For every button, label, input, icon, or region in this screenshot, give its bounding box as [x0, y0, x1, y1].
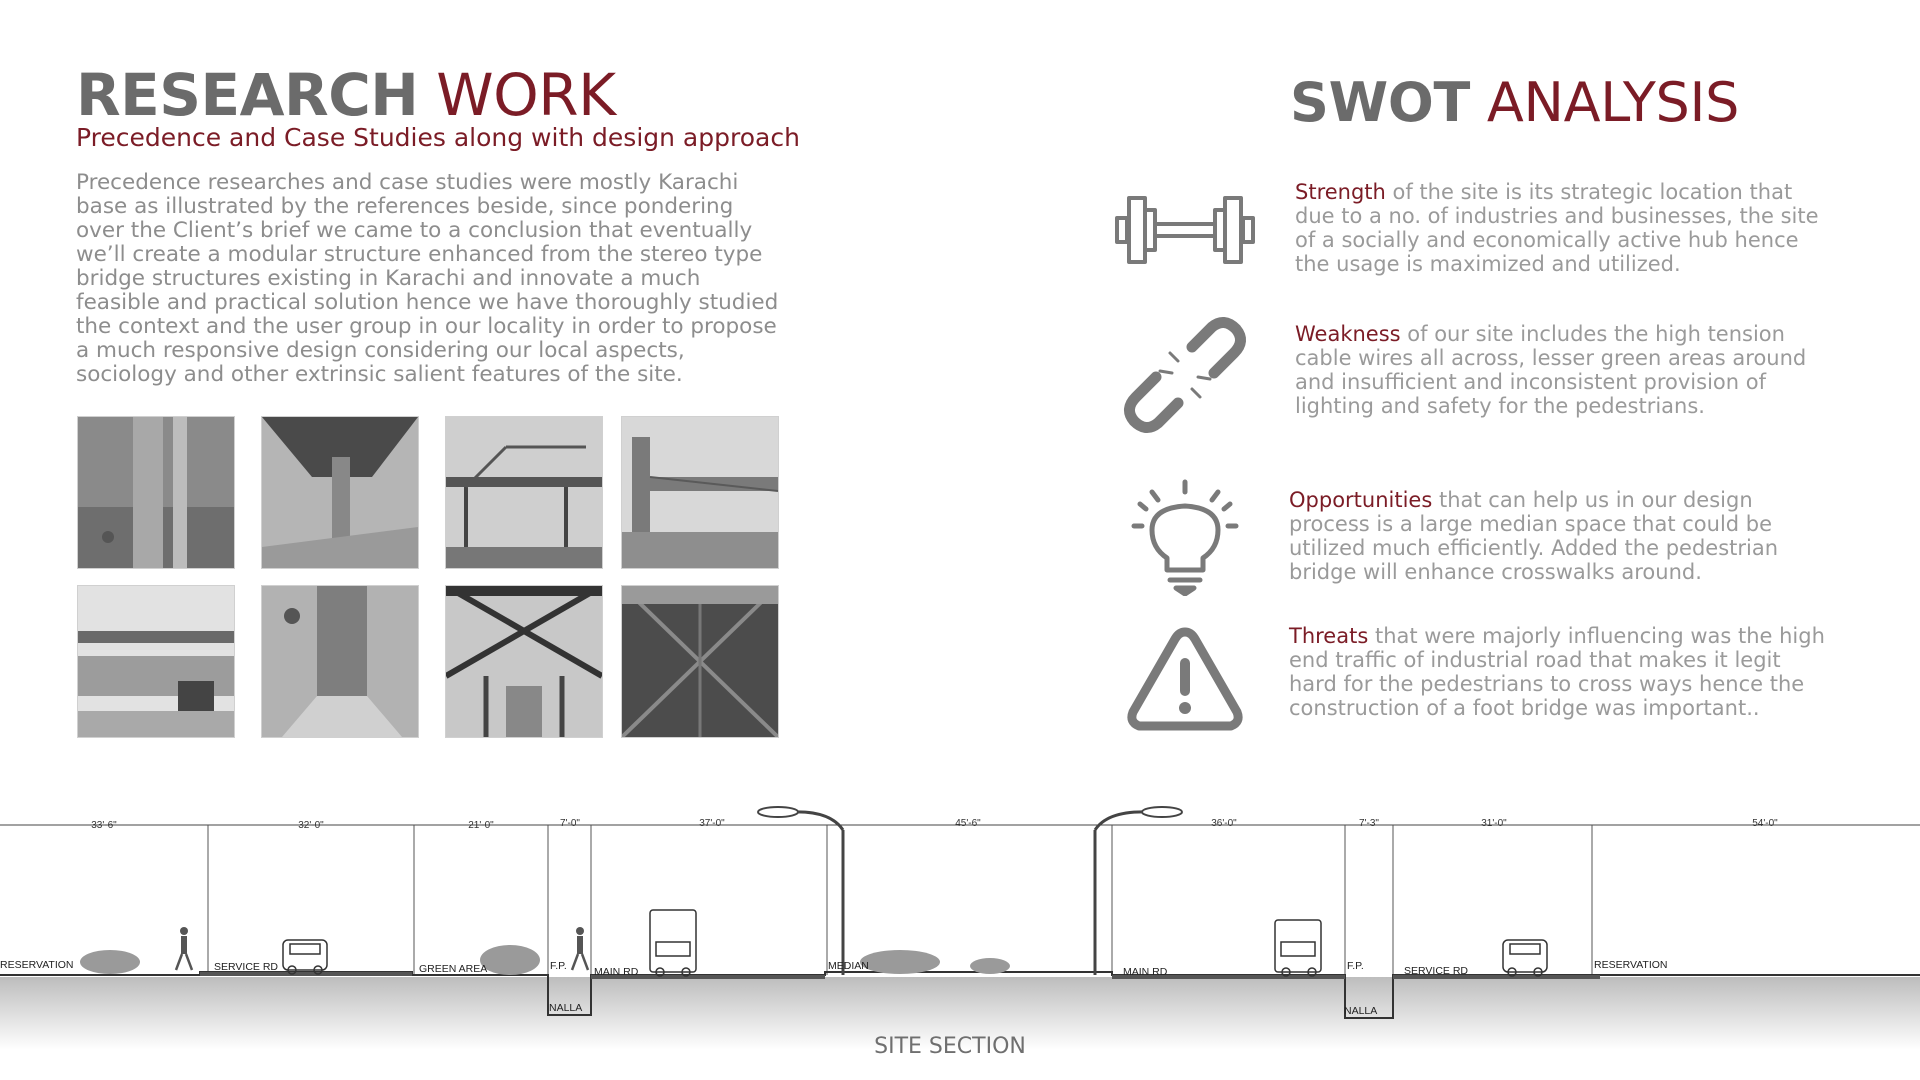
zone-label: NALLA [1344, 1005, 1377, 1017]
road-slabs [200, 972, 1600, 979]
zone-label: SERVICE RD [1404, 965, 1468, 977]
dumbbell-icon [1115, 196, 1255, 264]
broken-chain-icon [1124, 317, 1246, 433]
dim-label: 45'-6" [955, 818, 981, 829]
case-study-photo-7 [445, 585, 603, 738]
dim-label: 32'-0" [298, 820, 324, 831]
warning-triangle-icon [1127, 627, 1243, 731]
zone-label: F.P. [1347, 960, 1364, 972]
swot-line: construction of a foot bridge was import… [1289, 696, 1760, 720]
site-section-drawing: 33'-6" 32'-0" 21'-0" 7'-0" 37'-0" 45'-6"… [0, 806, 1920, 1050]
zone-label: MAIN RD [594, 966, 639, 978]
zone-label: GREEN AREA [419, 963, 487, 975]
swot-line: process is a large median space that cou… [1289, 512, 1773, 536]
swot-line: due to a no. of industries and businesse… [1295, 204, 1819, 228]
body-line: over the Client’s brief we came to a con… [76, 218, 753, 243]
swot-opportunities-text: Opportunities that can help us in our de… [1289, 488, 1778, 584]
lightbulb-icon [1131, 479, 1239, 596]
body-line: the context and the user group in our lo… [76, 314, 777, 339]
zone-label: SERVICE RD [214, 961, 278, 973]
dim-label: 36'-0" [1211, 818, 1237, 829]
swot-line: end traffic of industrial road that make… [1289, 648, 1781, 672]
section-gridlines [207, 825, 1593, 975]
body-line: Precedence researches and case studies w… [76, 170, 739, 195]
zone-label: F.P. [550, 960, 567, 972]
site-section-caption: SITE SECTION [874, 1034, 1026, 1059]
research-title-light: WORK [436, 61, 616, 129]
ground-fill [0, 977, 1920, 1050]
dim-label: 37'-0" [699, 818, 725, 829]
case-study-photo-1 [77, 416, 235, 569]
case-study-photo-5 [77, 585, 235, 738]
zone-label: RESERVATION [1594, 959, 1668, 971]
swot-title-bold: SWOT [1290, 71, 1470, 134]
body-line: sociology and other extrinsic salient fe… [76, 362, 683, 387]
case-study-photo-2 [261, 416, 419, 569]
case-study-photo-4 [621, 416, 779, 569]
swot-keyword-threats: Threats [1289, 624, 1369, 648]
swot-line: the usage is maximized and utilized. [1295, 252, 1681, 276]
swot-line: cable wires all across, lesser green are… [1295, 346, 1807, 370]
swot-line: utilized much efficiently. Added the ped… [1289, 536, 1779, 560]
zone-label: MAIN RD [1123, 966, 1168, 978]
swot-line: bridge will enhance crosswalks around. [1289, 560, 1702, 584]
shrubs [80, 945, 1010, 975]
swot-line: of a socially and economically active hu… [1295, 228, 1799, 252]
dim-label: 54'-0" [1752, 818, 1778, 829]
swot-line: that can help us in our design [1432, 488, 1753, 512]
swot-weakness-text: Weakness of our site includes the high t… [1295, 322, 1806, 418]
case-study-photo-3 [445, 416, 603, 569]
street-lamps [757, 806, 1183, 975]
swot-keyword-weakness: Weakness [1295, 322, 1401, 346]
swot-keyword-opportunities: Opportunities [1289, 488, 1433, 512]
case-study-photo-8 [621, 585, 779, 738]
zone-label: MEDIAN [828, 960, 869, 972]
case-study-photo-6 [261, 585, 419, 738]
pedestrian-figures [174, 927, 590, 971]
swot-line: lighting and safety for the pedestrians. [1295, 394, 1705, 418]
research-subtitle: Precedence and Case Studies along with d… [76, 123, 800, 152]
vehicles [282, 909, 1548, 977]
swot-strength-text: Strength of the site is its strategic lo… [1295, 180, 1819, 276]
dim-label: 7'-3" [1359, 818, 1379, 829]
body-line: base as illustrated by the references be… [76, 194, 734, 219]
research-title-bold: RESEARCH [76, 61, 419, 129]
body-line: a much responsive design considering our… [76, 338, 685, 363]
zone-label: RESERVATION [0, 959, 74, 971]
swot-line: of our site includes the high tension [1400, 322, 1785, 346]
swot-line: of the site is its strategic location th… [1385, 180, 1793, 204]
dim-label: 33'-6" [91, 820, 117, 831]
research-body: Precedence researches and case studies w… [76, 171, 784, 387]
body-line: we’ll create a modular structure enhance… [76, 242, 763, 267]
swot-title: SWOT ANALYSIS [1290, 70, 1739, 136]
swot-line: hard for the pedestrians to cross ways h… [1289, 672, 1805, 696]
research-title: RESEARCH WORK [76, 62, 616, 128]
zone-label: NALLA [549, 1002, 582, 1014]
body-line: feasible and practical solution hence we… [76, 290, 779, 315]
body-line: bridge structures existing in Karachi an… [76, 266, 701, 291]
swot-threats-text: Threats that were majorly influencing wa… [1289, 624, 1825, 720]
swot-title-light: ANALYSIS [1486, 71, 1740, 134]
dim-label: 31'-0" [1481, 818, 1507, 829]
dim-label: 21'-0" [468, 820, 494, 831]
dim-label: 7'-0" [560, 818, 580, 829]
swot-line: and insufficient and inconsistent provis… [1295, 370, 1766, 394]
swot-line: that were majorly influencing was the hi… [1368, 624, 1825, 648]
swot-keyword-strength: Strength [1295, 180, 1386, 204]
